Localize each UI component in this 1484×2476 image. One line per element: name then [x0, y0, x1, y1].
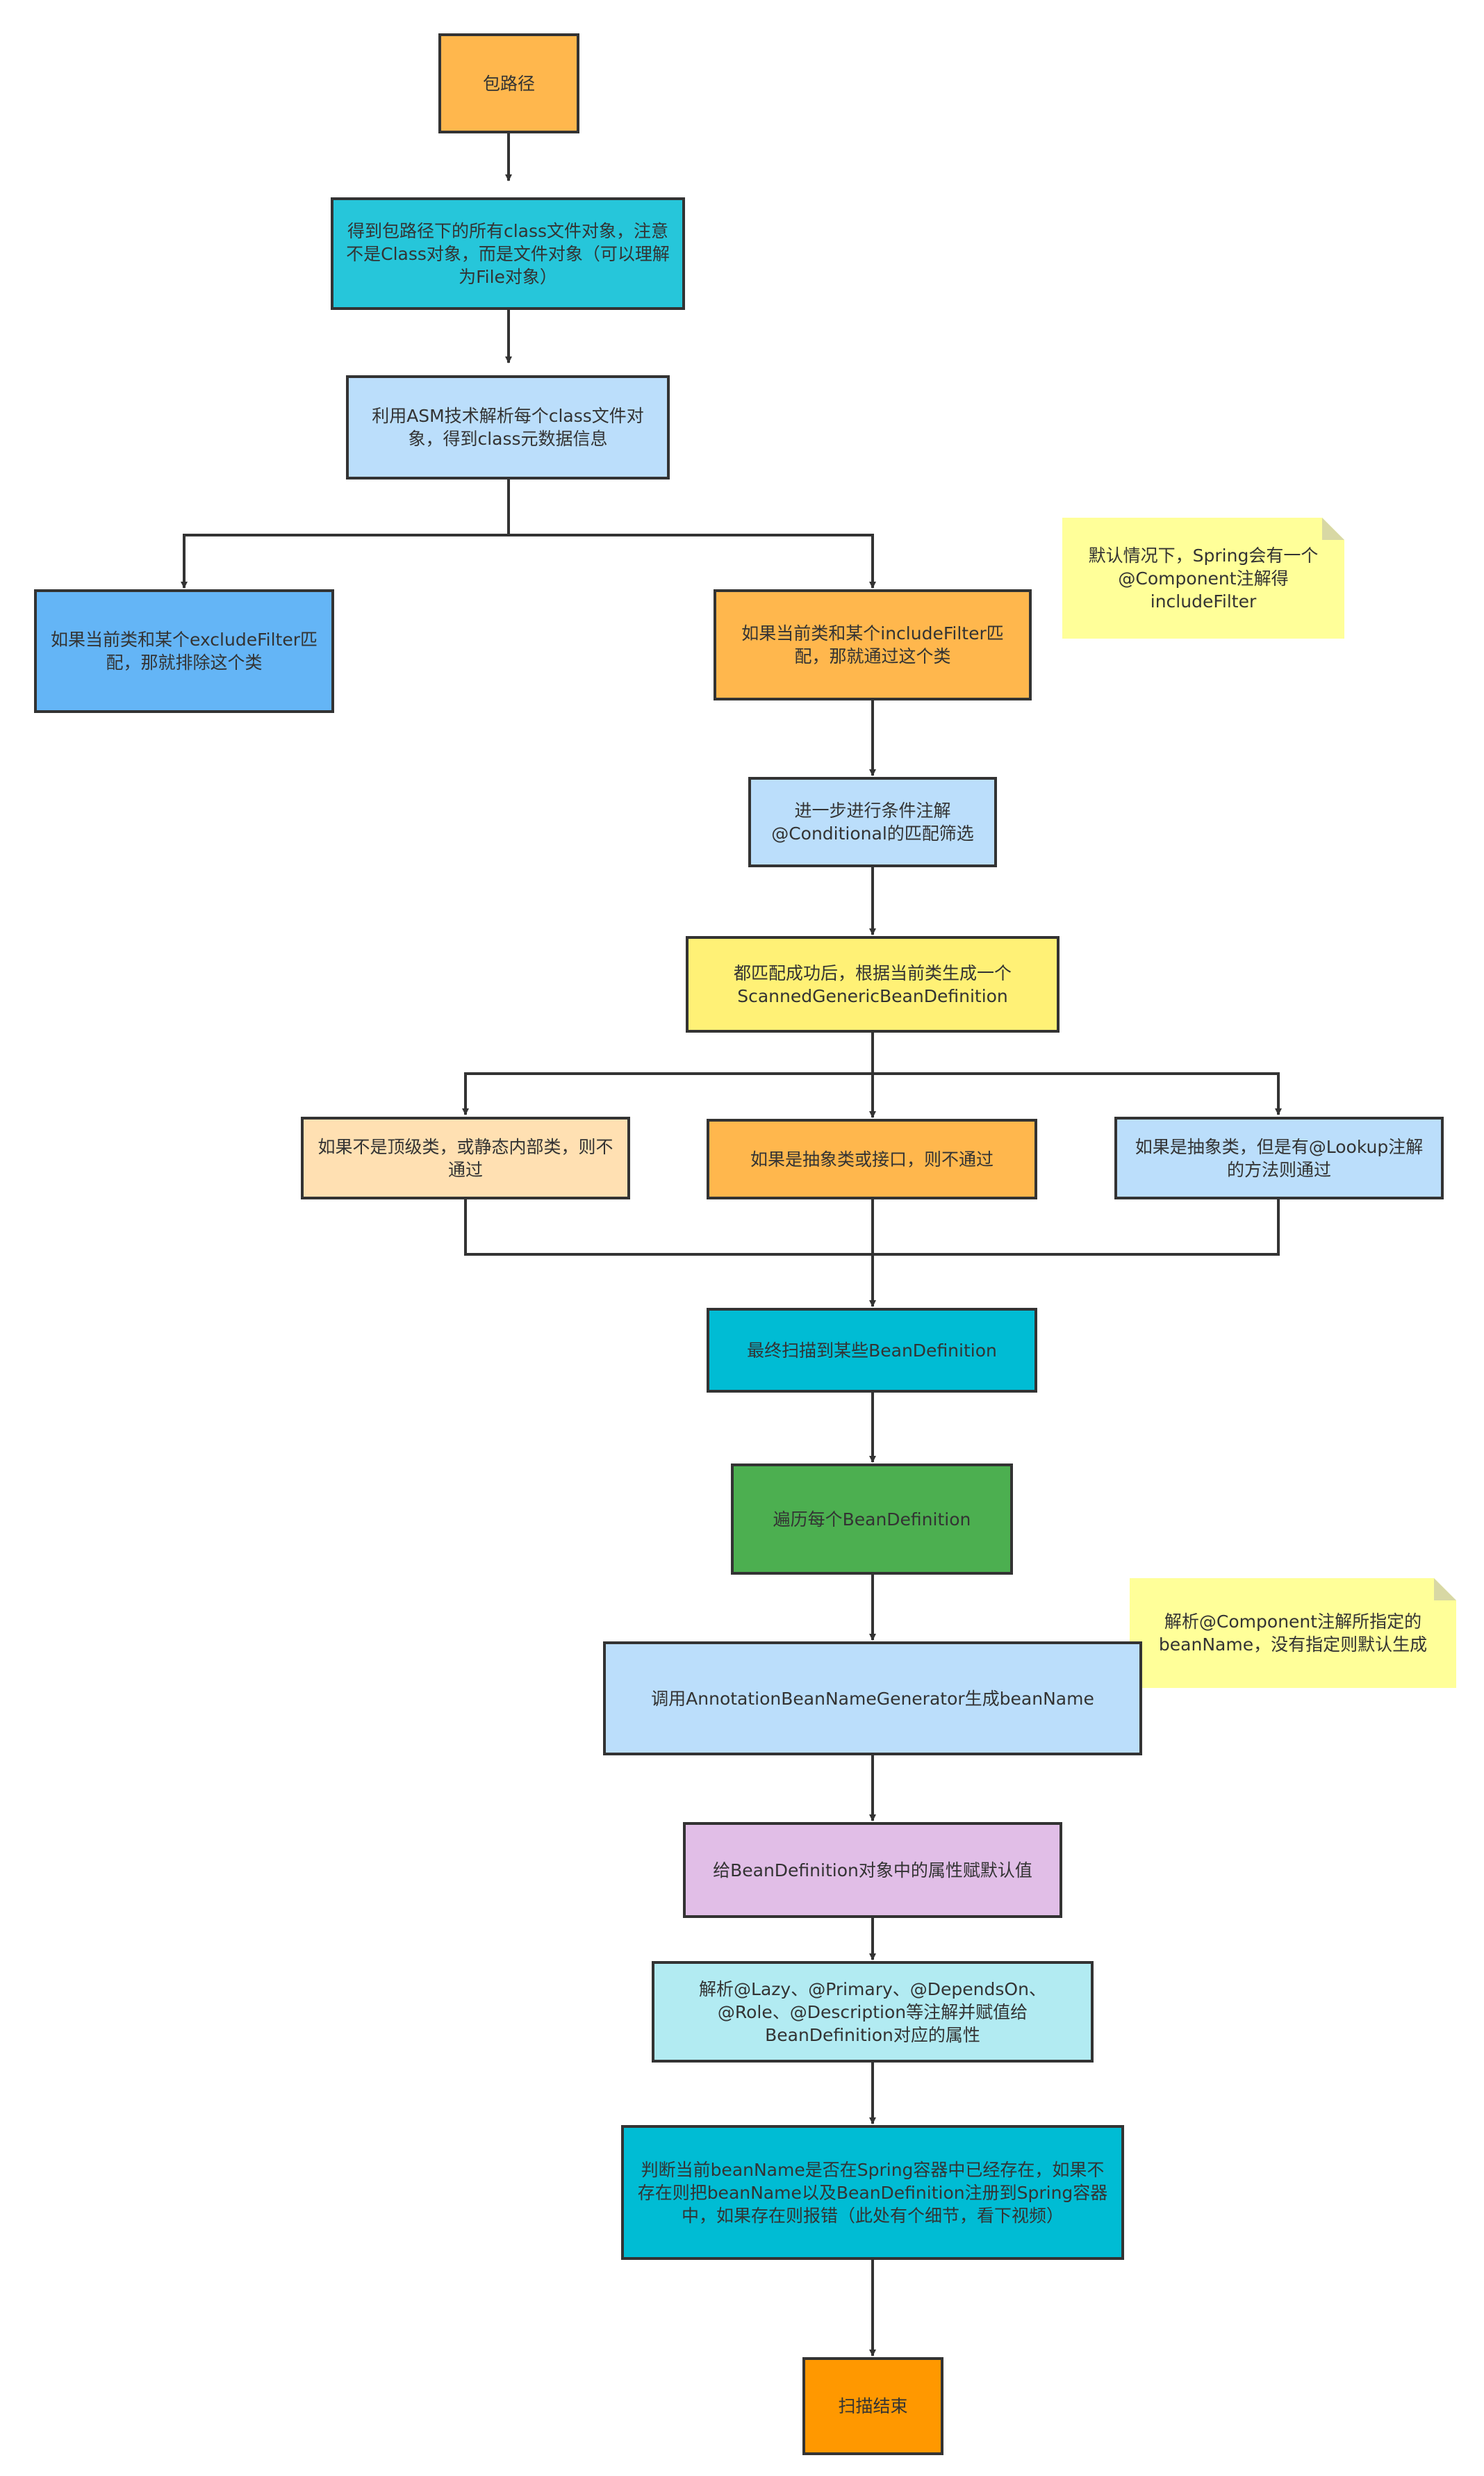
node-abstract-lookup[interactable]: 如果是抽象类，但是有@Lookup注解的方法则通过 [1114, 1117, 1444, 1199]
node-bean-name-generator-label: 调用AnnotationBeanNameGenerator生成beanName [651, 1688, 1094, 1709]
node-exclude-filter[interactable]: 如果当前类和某个excludeFilter匹配，那就排除这个类 [34, 589, 334, 713]
edge-generate-to-left [462, 1072, 873, 1115]
node-iterate-bd[interactable]: 遍历每个BeanDefinition [731, 1464, 1013, 1575]
note-include-filter: 默认情况下，Spring会有一个@Component注解得includeFilt… [1062, 518, 1344, 639]
node-scan-end[interactable]: 扫描结束 [802, 2357, 943, 2455]
node-parse-annotations-label: 解析@Lazy、@Primary、@DependsOn、@Role、@Descr… [699, 1978, 1046, 2045]
edge-asm-split [181, 479, 510, 589]
edge-merge-right [873, 1199, 1280, 1256]
node-generate-bd-label: 都匹配成功后，根据当前类生成一个ScannedGenericBeanDefini… [733, 962, 1012, 1006]
node-abstract-lookup-label: 如果是抽象类，但是有@Lookup注解的方法则通过 [1135, 1136, 1424, 1180]
node-iterate-bd-label: 遍历每个BeanDefinition [773, 1509, 971, 1530]
node-final-scanned-label: 最终扫描到某些BeanDefinition [747, 1340, 997, 1361]
node-final-scanned[interactable]: 最终扫描到某些BeanDefinition [707, 1308, 1037, 1393]
node-default-values-label: 给BeanDefinition对象中的属性赋默认值 [713, 1860, 1032, 1880]
node-not-top-level[interactable]: 如果不是顶级类，或静态内部类，则不通过 [301, 1117, 630, 1199]
note-bean-name: 解析@Component注解所指定的beanName，没有指定则默认生成 [1130, 1578, 1456, 1688]
node-include-filter[interactable]: 如果当前类和某个includeFilter匹配，那就通过这个类 [714, 589, 1032, 700]
edge-asm-to-include [509, 534, 876, 589]
node-bean-name-generator[interactable]: 调用AnnotationBeanNameGenerator生成beanName [603, 1641, 1142, 1755]
node-include-filter-label: 如果当前类和某个includeFilter匹配，那就通过这个类 [741, 623, 1004, 666]
edge-merge-left [464, 1199, 873, 1256]
node-register[interactable]: 判断当前beanName是否在Spring容器中已经存在，如果不存在则把bean… [621, 2125, 1124, 2260]
node-asm-parse-label: 利用ASM技术解析每个class文件对象，得到class元数据信息 [372, 406, 644, 449]
edge-generate-to-right [873, 1072, 1282, 1115]
node-package-path[interactable]: 包路径 [438, 33, 579, 133]
node-conditional-label: 进一步进行条件注解@Conditional的匹配筛选 [771, 801, 974, 844]
node-scan-end-label: 扫描结束 [838, 2396, 908, 2416]
note-bean-name-label: 解析@Component注解所指定的beanName，没有指定则默认生成 [1158, 1612, 1428, 1655]
node-register-label: 判断当前beanName是否在Spring容器中已经存在，如果不存在则把bean… [637, 2159, 1108, 2226]
node-abstract-or-interface-label: 如果是抽象类或接口，则不通过 [750, 1149, 994, 1170]
node-parse-annotations[interactable]: 解析@Lazy、@Primary、@DependsOn、@Role、@Descr… [652, 1961, 1094, 2063]
node-conditional[interactable]: 进一步进行条件注解@Conditional的匹配筛选 [748, 777, 997, 867]
node-get-class-files-label: 得到包路径下的所有class文件对象，注意不是Class对象，而是文件对象（可以… [346, 220, 670, 287]
node-abstract-or-interface[interactable]: 如果是抽象类或接口，则不通过 [707, 1119, 1037, 1199]
note-include-filter-label: 默认情况下，Spring会有一个@Component注解得includeFilt… [1088, 545, 1319, 612]
node-default-values[interactable]: 给BeanDefinition对象中的属性赋默认值 [683, 1822, 1062, 1918]
node-exclude-filter-label: 如果当前类和某个excludeFilter匹配，那就排除这个类 [51, 630, 318, 673]
node-package-path-label: 包路径 [482, 73, 535, 94]
node-not-top-level-label: 如果不是顶级类，或静态内部类，则不通过 [318, 1136, 613, 1180]
node-asm-parse[interactable]: 利用ASM技术解析每个class文件对象，得到class元数据信息 [346, 375, 670, 479]
node-generate-bd[interactable]: 都匹配成功后，根据当前类生成一个ScannedGenericBeanDefini… [686, 936, 1060, 1033]
node-get-class-files[interactable]: 得到包路径下的所有class文件对象，注意不是Class对象，而是文件对象（可以… [331, 197, 685, 310]
